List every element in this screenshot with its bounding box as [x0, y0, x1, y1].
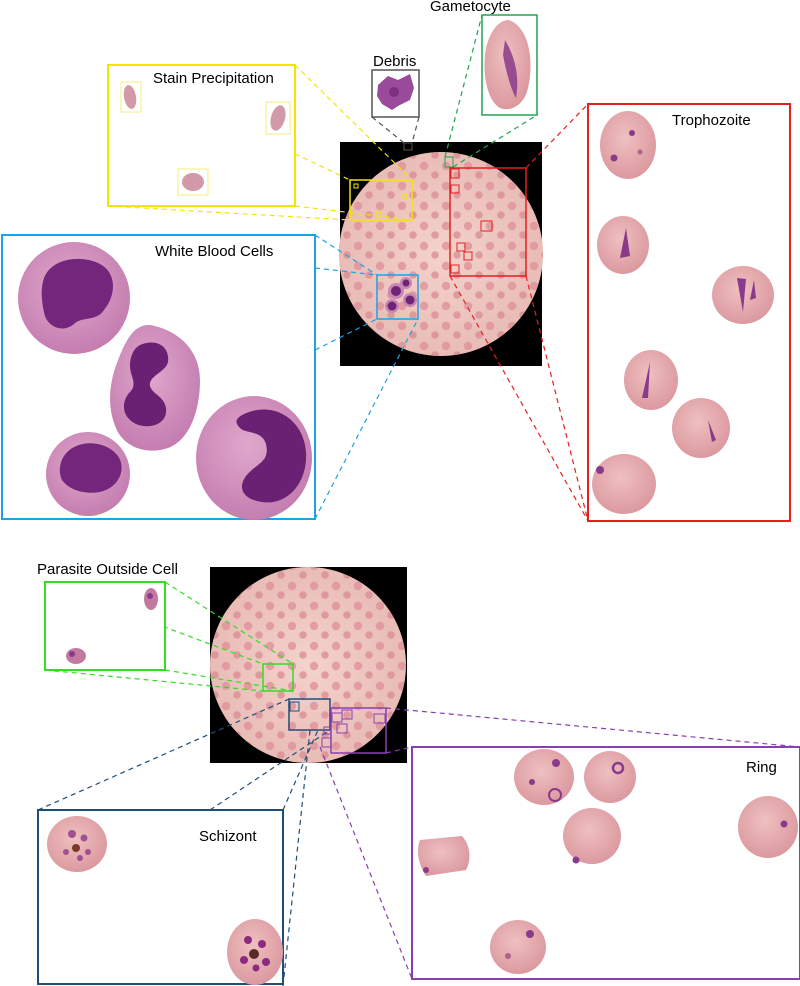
ring-group [319, 707, 800, 980]
trophozoite-cell [592, 454, 656, 514]
top-smear-image [339, 142, 543, 366]
ring-cell [563, 808, 621, 864]
ring-cell [514, 749, 574, 805]
trophozoite-label: Trophozoite [672, 112, 751, 129]
wbc-cell [110, 324, 200, 451]
ring-cell [584, 751, 636, 803]
wbc-cell [196, 396, 312, 520]
trophozoite-cell [624, 350, 678, 410]
debris-label: Debris [373, 53, 417, 70]
ring-cell [738, 796, 798, 858]
stain-particle [123, 85, 137, 109]
trophozoite-cell [597, 216, 649, 274]
stain-precipitation-group [107, 64, 413, 221]
parasite-outside-cell-label: Parasite Outside Cell [37, 561, 178, 578]
trophozoite-cell [712, 266, 774, 324]
schizont-region [288, 698, 331, 731]
wbc-cell [18, 242, 130, 354]
trophozoite-cell [672, 398, 730, 458]
white-blood-cells-region [376, 274, 419, 320]
parasite-outside-cell-region [262, 663, 294, 692]
debris-region [403, 142, 413, 151]
trophozoite-region [449, 167, 527, 277]
ring-cell [490, 920, 546, 974]
trophozoite-group [449, 103, 791, 522]
free-parasite [66, 648, 86, 664]
parasite-outside-cell-group [44, 581, 294, 692]
gametocyte-label: Gametocyte [430, 0, 511, 15]
schizont-cell [47, 816, 107, 872]
ring-label: Ring [746, 759, 777, 776]
stain-particle [182, 173, 204, 191]
white-blood-cells-group [1, 234, 419, 520]
stain-particle [270, 105, 286, 131]
free-parasite [144, 588, 158, 610]
schizont-label: Schizont [199, 828, 257, 845]
ring-cell [418, 836, 470, 876]
gametocyte-group [444, 14, 538, 168]
schizont-group [37, 698, 331, 986]
schizont-cell [227, 919, 283, 985]
gametocyte-region [444, 156, 454, 168]
trophozoite-cell [600, 111, 656, 179]
bottom-smear-image [210, 567, 407, 763]
white-blood-cells-label: White Blood Cells [155, 243, 274, 260]
debris-group [371, 69, 420, 151]
wbc-cell [46, 432, 130, 516]
stain-precipitation-region [349, 179, 413, 221]
stain-precipitation-label: Stain Precipitation [153, 70, 274, 87]
